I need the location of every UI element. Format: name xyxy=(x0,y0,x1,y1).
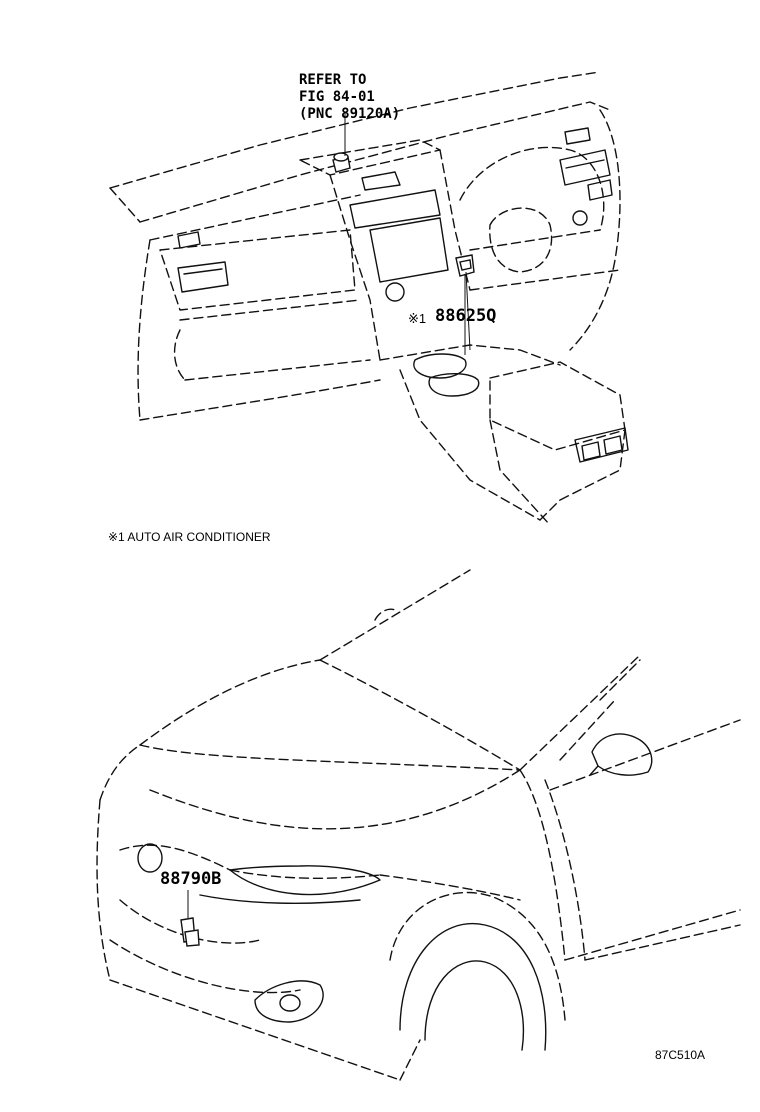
part-number-88625q: 88625Q xyxy=(435,306,497,326)
vehicle-front-illustration xyxy=(96,569,741,1081)
auto-ac-footnote: ※1 AUTO AIR CONDITIONER xyxy=(108,530,271,544)
figure-code: 87C510A xyxy=(655,1048,706,1062)
refer-to-label: REFER TO xyxy=(299,72,367,88)
part-number-88790b: 88790B xyxy=(160,869,222,889)
refer-pnc-label: (PNC 89120A) xyxy=(299,106,401,122)
dashboard-illustration xyxy=(109,71,629,526)
auto-ac-mark: ※1 xyxy=(408,311,427,326)
refer-fig-label: FIG 84-01 xyxy=(299,89,375,105)
